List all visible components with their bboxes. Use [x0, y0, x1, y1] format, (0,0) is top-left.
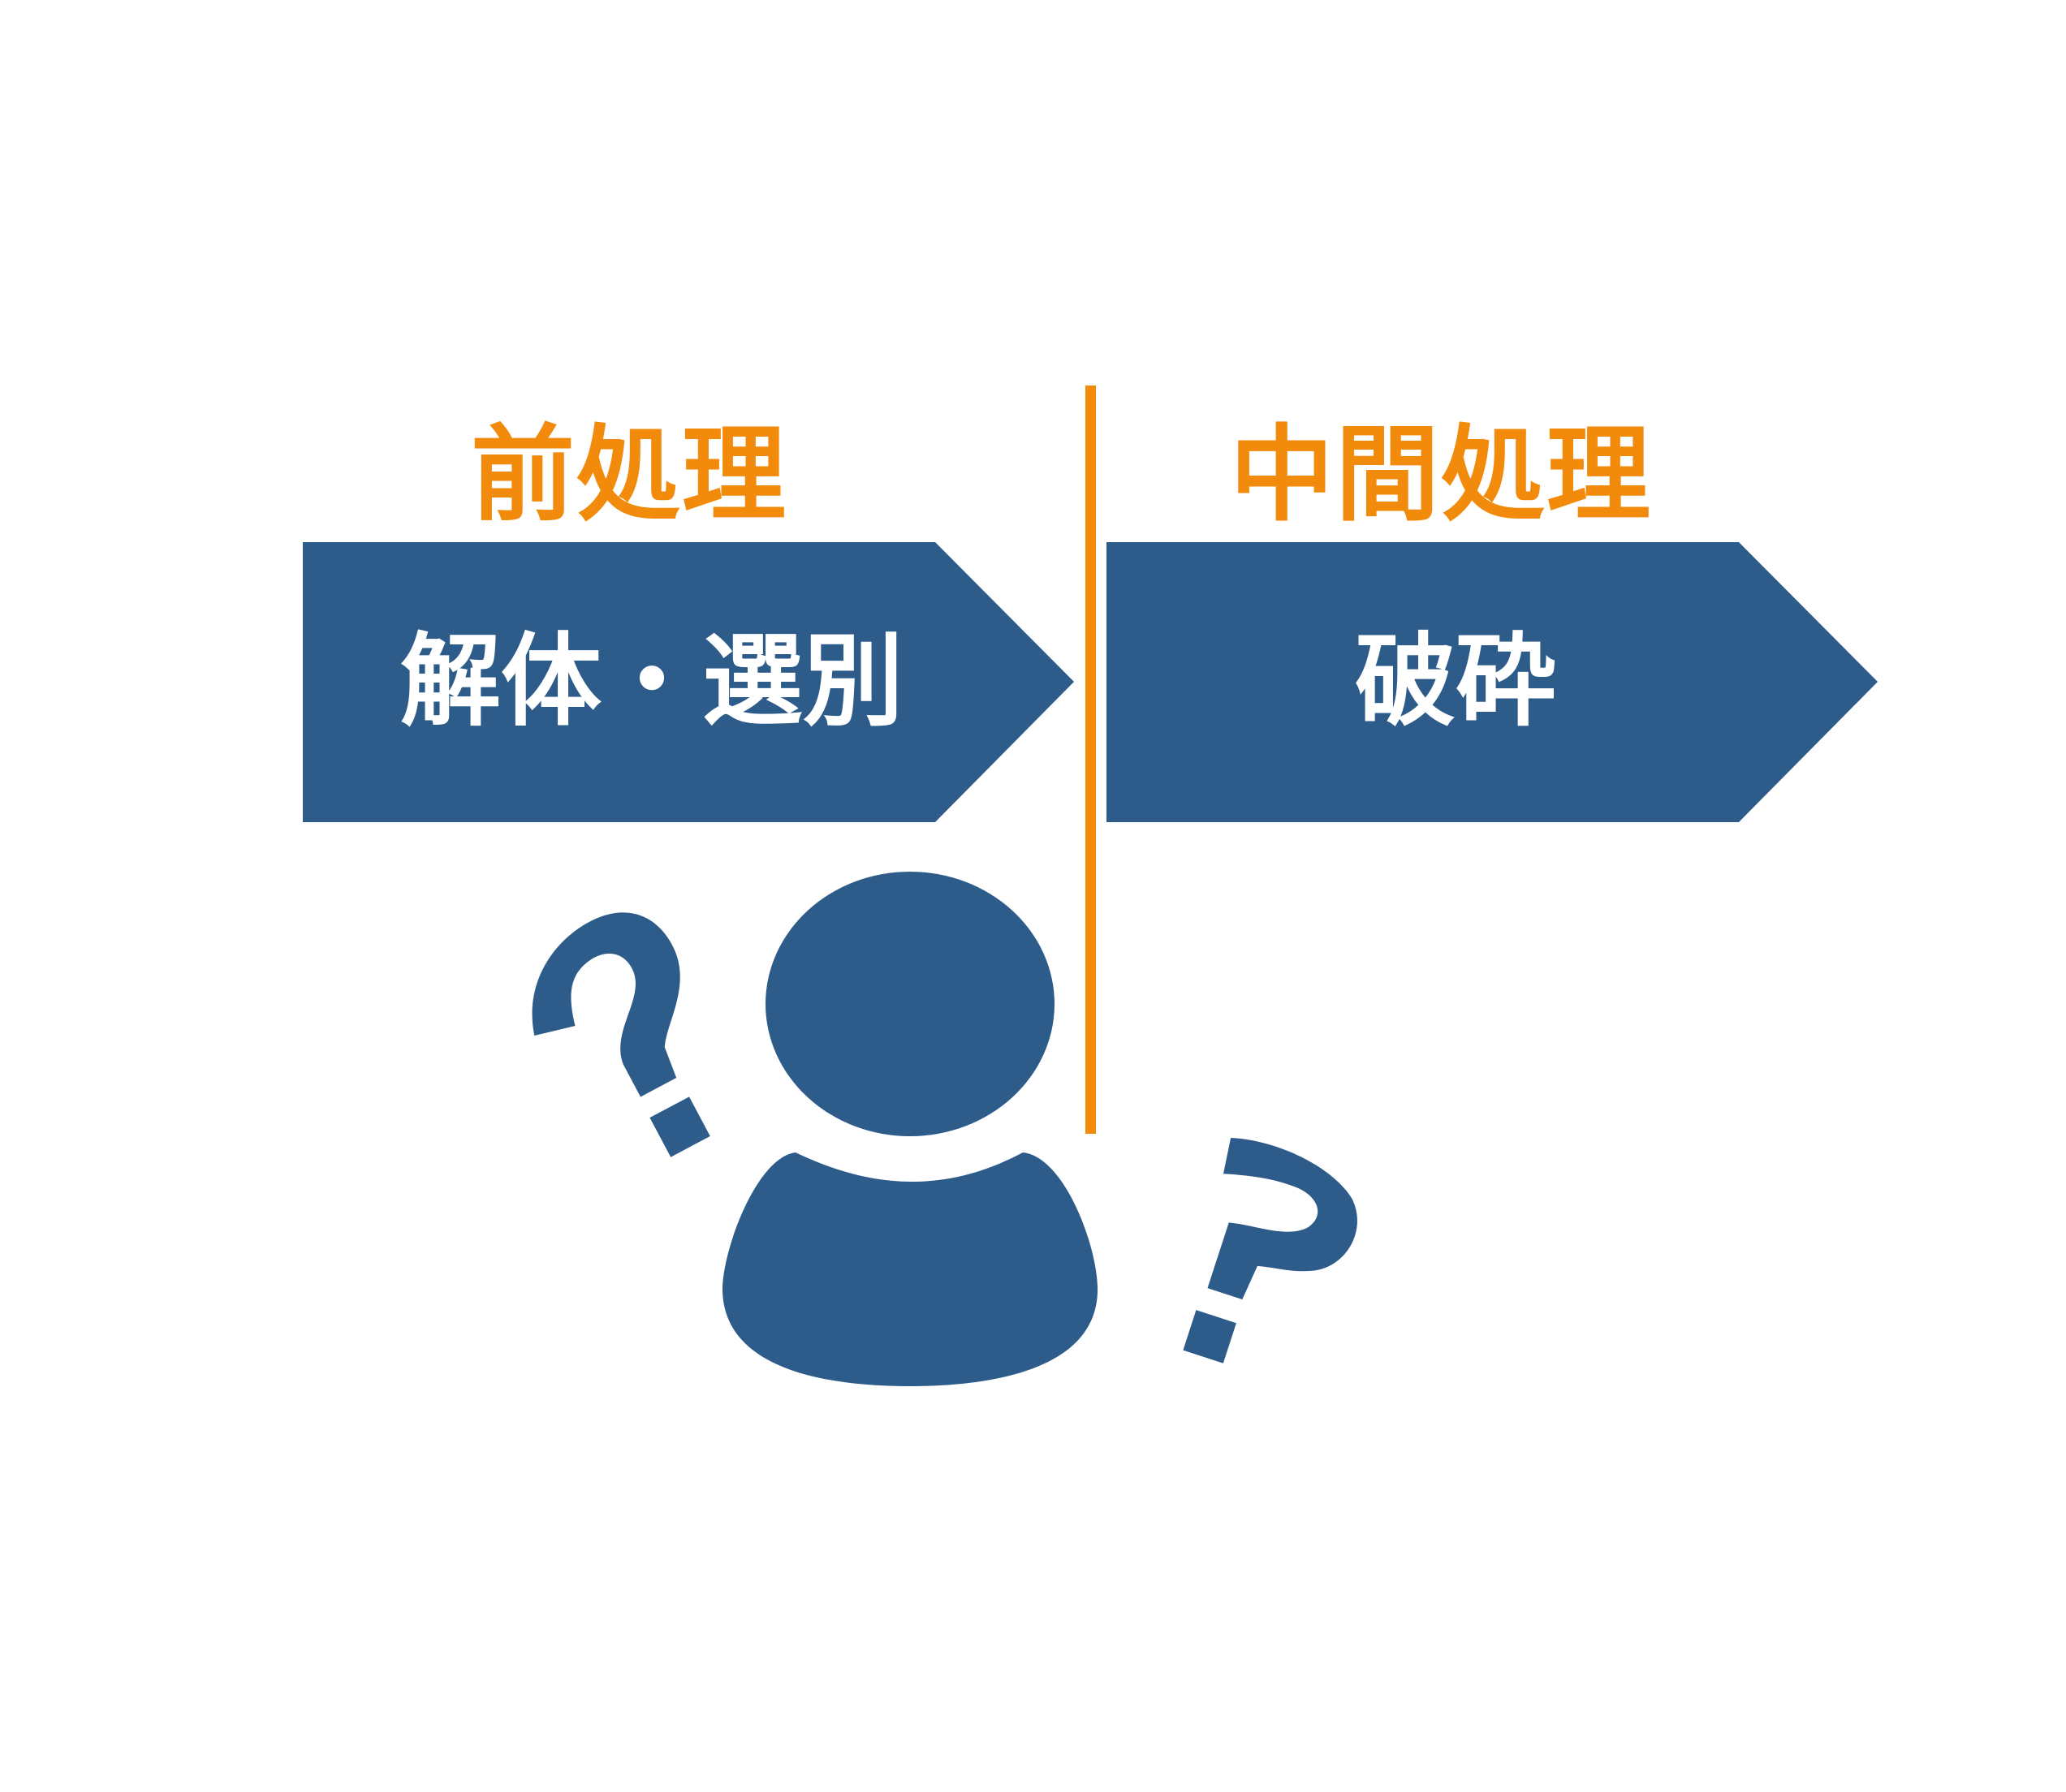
stage-2-heading: 中間処理 [1230, 415, 1653, 536]
question-mark-icon [1183, 1137, 1357, 1363]
stage-2-arrow [1106, 542, 1878, 822]
stage-divider [1085, 386, 1096, 1134]
stage-2-label: 破砕 [1354, 623, 1556, 740]
stage-1-label: 解体・選別 [399, 623, 904, 740]
question-mark-icon [532, 912, 710, 1157]
stage-1-arrow [303, 542, 1074, 822]
person-icon [722, 872, 1098, 1386]
stage-1-heading: 前処理 [471, 415, 788, 536]
